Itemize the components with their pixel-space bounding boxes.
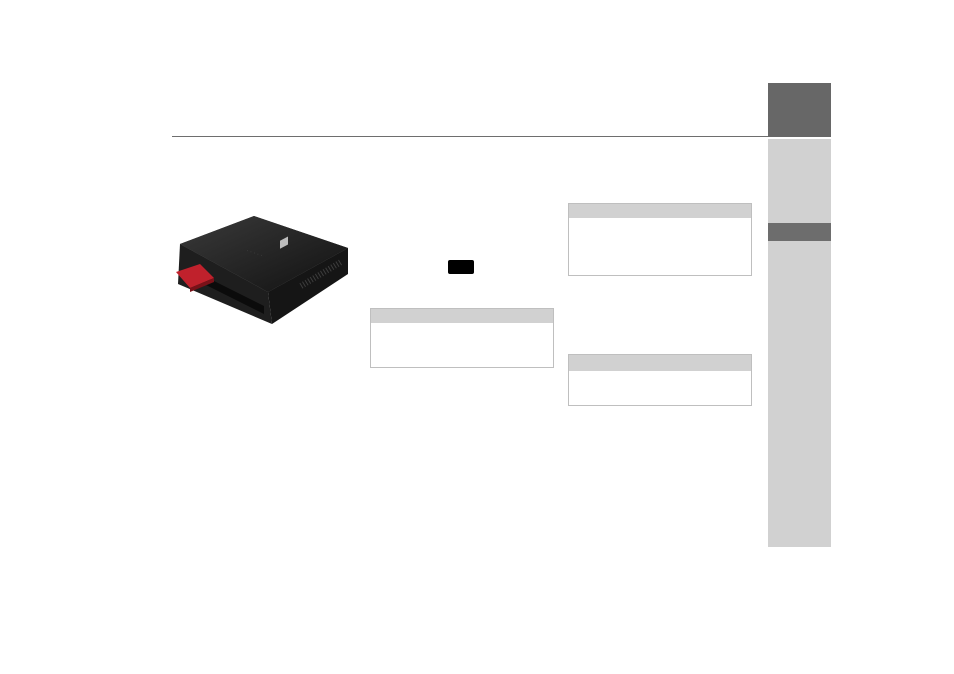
note-header	[371, 309, 553, 323]
header-rule	[172, 136, 768, 137]
chapter-tab-panel	[768, 139, 831, 547]
note-box-1	[370, 308, 554, 368]
note-header	[569, 204, 751, 218]
key-button[interactable]	[448, 260, 474, 274]
sd-card	[176, 264, 214, 288]
chapter-tab-active[interactable]	[768, 223, 831, 241]
note-box-2	[568, 203, 752, 276]
device-figure: · · · · ·	[176, 214, 352, 338]
navigation-box-icon: · · · · ·	[176, 216, 348, 324]
svg-text:· · · · ·: · · · · ·	[245, 248, 263, 259]
chapter-tab-top[interactable]	[768, 83, 831, 137]
note-box-3	[568, 354, 752, 406]
note-header	[569, 355, 751, 371]
